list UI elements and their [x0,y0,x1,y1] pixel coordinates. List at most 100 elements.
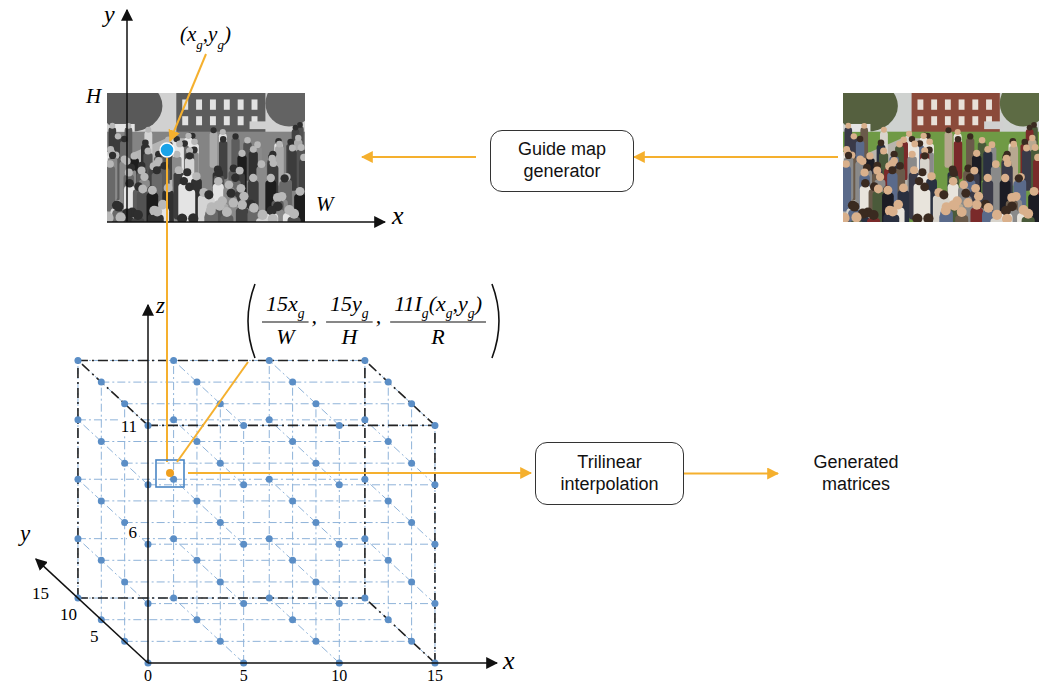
point-coordinate: g [196,38,203,51]
grid-point [217,519,224,526]
person-head [955,136,961,142]
person-head [888,166,896,174]
grid-line [148,425,435,426]
grid-line [101,500,388,501]
person-head [926,138,933,145]
grid-point [312,578,319,585]
grid-line [365,479,435,544]
grid-point [361,476,368,483]
person-head [955,129,961,135]
bracket [492,284,499,358]
grid-line [269,420,339,485]
grid-line [78,539,148,604]
person-head [206,206,216,216]
grid-line [269,360,339,425]
flow-arrow [188,472,531,474]
grid-point [312,519,319,526]
fraction-bar [390,321,486,322]
grid-line [365,360,435,425]
person-head [970,167,978,175]
person-head [192,172,200,180]
person-head [910,166,918,174]
bounding-box-edge [78,360,365,362]
grid-point [408,400,415,407]
person-head [1023,145,1030,152]
window [252,99,258,109]
tick-label: 10 [329,668,349,684]
axis-label: x [503,648,515,674]
axis-label: x [392,203,404,229]
person-head [923,213,933,222]
grid-point [193,379,200,386]
person-head [874,185,883,194]
window [972,116,978,125]
person-head [984,203,994,213]
formula-term: g [468,307,475,321]
grid-point [408,519,415,526]
formula-comma: , [376,305,382,327]
person-head [142,140,149,147]
grid-point [240,541,247,548]
box-text: Trilinear interpolation [544,452,675,495]
grid-line [78,479,148,544]
process-box: Trilinear interpolation [535,442,684,505]
person-head [845,123,851,129]
person-head [918,168,926,176]
person-head [967,133,973,139]
grid-point [408,638,415,645]
grid-point [431,600,438,607]
grid-point [170,535,177,542]
person-head [115,133,121,139]
grid-point [289,616,296,623]
grid-line [174,360,244,425]
window [945,116,951,125]
person-head [298,144,305,151]
person-head [888,207,898,217]
window [196,99,202,109]
grid-line [148,544,435,545]
person-head [125,168,133,176]
window [959,99,965,109]
window [210,99,216,109]
grid-point [74,535,81,542]
grid-point [289,379,296,386]
person-head [222,207,232,217]
process-box: Guide map generator [490,130,634,192]
grid-line [101,382,388,383]
person-head [152,207,162,217]
tick-label: 5 [238,668,250,684]
grid-line [78,360,148,425]
formula-term: ,y [453,293,468,315]
person-head [232,133,238,139]
grid-line [78,598,365,599]
grid-point [217,638,224,645]
person-head [287,139,294,146]
grid-point [385,497,392,504]
label-holder: H [341,326,357,348]
tree [107,93,162,132]
grid-point [240,600,247,607]
person-head [273,193,282,202]
person-head [921,152,928,159]
axis-label: y [104,2,115,26]
grid-point [266,416,273,423]
person-head [963,198,972,207]
grid-line [125,581,412,582]
person-head [231,174,239,182]
person-body [970,208,983,222]
label-holder: W [316,194,334,215]
person-head [249,203,259,213]
grid-point [74,357,81,364]
grid-point [266,357,273,364]
person-head [249,174,257,182]
grid-point [121,400,128,407]
person-head [1029,135,1035,141]
grid-point [98,438,105,445]
person-head [1021,139,1028,146]
person-head [109,123,115,129]
label-holder: 0 [142,667,154,685]
person-head [861,168,869,176]
label-holder: (x [429,293,446,315]
car [250,121,270,129]
person-head [850,202,860,212]
